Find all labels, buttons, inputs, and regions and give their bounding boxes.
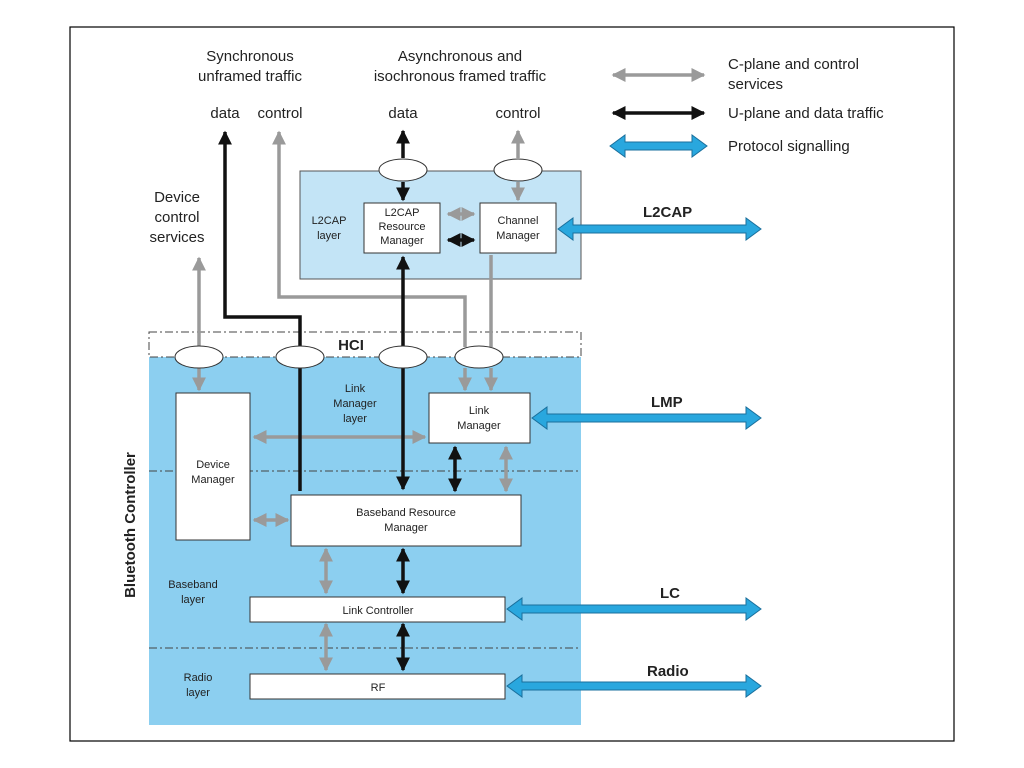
controller-title: Bluetooth Controller — [122, 452, 139, 598]
device-manager-line1: Device — [196, 459, 230, 471]
l2cap-rm-line3: Manager — [380, 235, 424, 247]
baseband-resource-manager-box — [290, 494, 522, 547]
lmp-label: LMP — [651, 394, 683, 411]
lc-label: LC — [660, 585, 680, 602]
async-data-oval — [378, 158, 428, 182]
baseband-layer-line2: layer — [181, 594, 205, 606]
hci-oval-control — [454, 345, 504, 369]
radio-protocol-arrow — [506, 674, 762, 698]
sync-title-line2: unframed traffic — [198, 68, 302, 85]
device-control-line3: services — [149, 229, 204, 246]
lmp-protocol-arrow — [531, 406, 762, 430]
sync-data-label: data — [210, 105, 240, 122]
device-control-line2: control — [154, 209, 199, 226]
l2cap-labels: L2CAP layer L2CAP Resource Manager Chann… — [312, 207, 540, 247]
l2cap-resource-manager-box — [363, 202, 441, 254]
async-data-label: data — [388, 105, 418, 122]
l2cap-layer-line1: L2CAP — [312, 215, 347, 227]
lm-layer-line2: Manager — [333, 398, 377, 410]
lm-layer-line3: layer — [343, 413, 367, 425]
link-manager-line1: Link — [469, 405, 490, 417]
link-controller-box — [249, 596, 506, 623]
legend-protocol: Protocol signalling — [728, 138, 850, 155]
sync-control-path — [272, 130, 467, 347]
controller-labels: Link Manager layer Link Manager Device M… — [168, 383, 501, 699]
black-arrows — [218, 129, 476, 672]
async-title-line2: isochronous framed traffic — [374, 68, 547, 85]
link-manager-line2: Manager — [457, 420, 501, 432]
boxes — [175, 202, 557, 700]
lc-protocol-arrow — [506, 597, 762, 621]
l2cap-rm-line2: Resource — [378, 221, 425, 233]
lm-layer-line1: Link — [345, 383, 366, 395]
sync-data-path — [218, 130, 302, 491]
hci-oval-device — [174, 345, 224, 369]
l2cap-layer-line2: layer — [317, 230, 341, 242]
legend-blue-arrow — [609, 134, 708, 158]
rf-label: RF — [371, 682, 386, 694]
brm-line2: Manager — [384, 522, 428, 534]
ovals — [174, 158, 543, 369]
device-manager-line2: Manager — [191, 474, 235, 486]
link-manager-box — [428, 392, 531, 444]
hci-oval-async — [378, 345, 428, 369]
legend-cplane-line2: services — [728, 76, 783, 93]
legend-uplane: U-plane and data traffic — [728, 105, 884, 122]
legend-cplane-line1: C-plane and control — [728, 56, 859, 73]
sync-title-line1: Synchronous — [206, 48, 294, 65]
link-controller-label: Link Controller — [343, 605, 414, 617]
blue-arrows — [506, 134, 762, 698]
legend: C-plane and control services U-plane and… — [611, 56, 884, 155]
l2cap-rm-line1: L2CAP — [385, 207, 420, 219]
radio-layer-line2: layer — [186, 687, 210, 699]
async-title-line1: Asynchronous and — [398, 48, 522, 65]
baseband-layer-line1: Baseband — [168, 579, 218, 591]
device-manager-box — [175, 392, 251, 541]
top-labels: Synchronous unframed traffic Asynchronou… — [149, 48, 546, 246]
gray-arrows — [192, 129, 525, 672]
async-control-oval — [493, 158, 543, 182]
channel-manager-line2: Manager — [496, 230, 540, 242]
channel-manager-line1: Channel — [498, 215, 539, 227]
async-control-label: control — [495, 105, 540, 122]
channel-manager-box — [479, 202, 557, 254]
l2cap-protocol-arrow — [557, 217, 762, 241]
radio-layer-line1: Radio — [184, 672, 213, 684]
hci-oval-sync — [275, 345, 325, 369]
radio-label: Radio — [647, 663, 689, 680]
sync-control-label: control — [257, 105, 302, 122]
brm-line1: Baseband Resource — [356, 507, 456, 519]
hci-label: HCI — [338, 337, 364, 354]
device-control-line1: Device — [154, 189, 200, 206]
l2cap-protocol-label: L2CAP — [643, 204, 692, 221]
rf-box — [249, 673, 506, 700]
